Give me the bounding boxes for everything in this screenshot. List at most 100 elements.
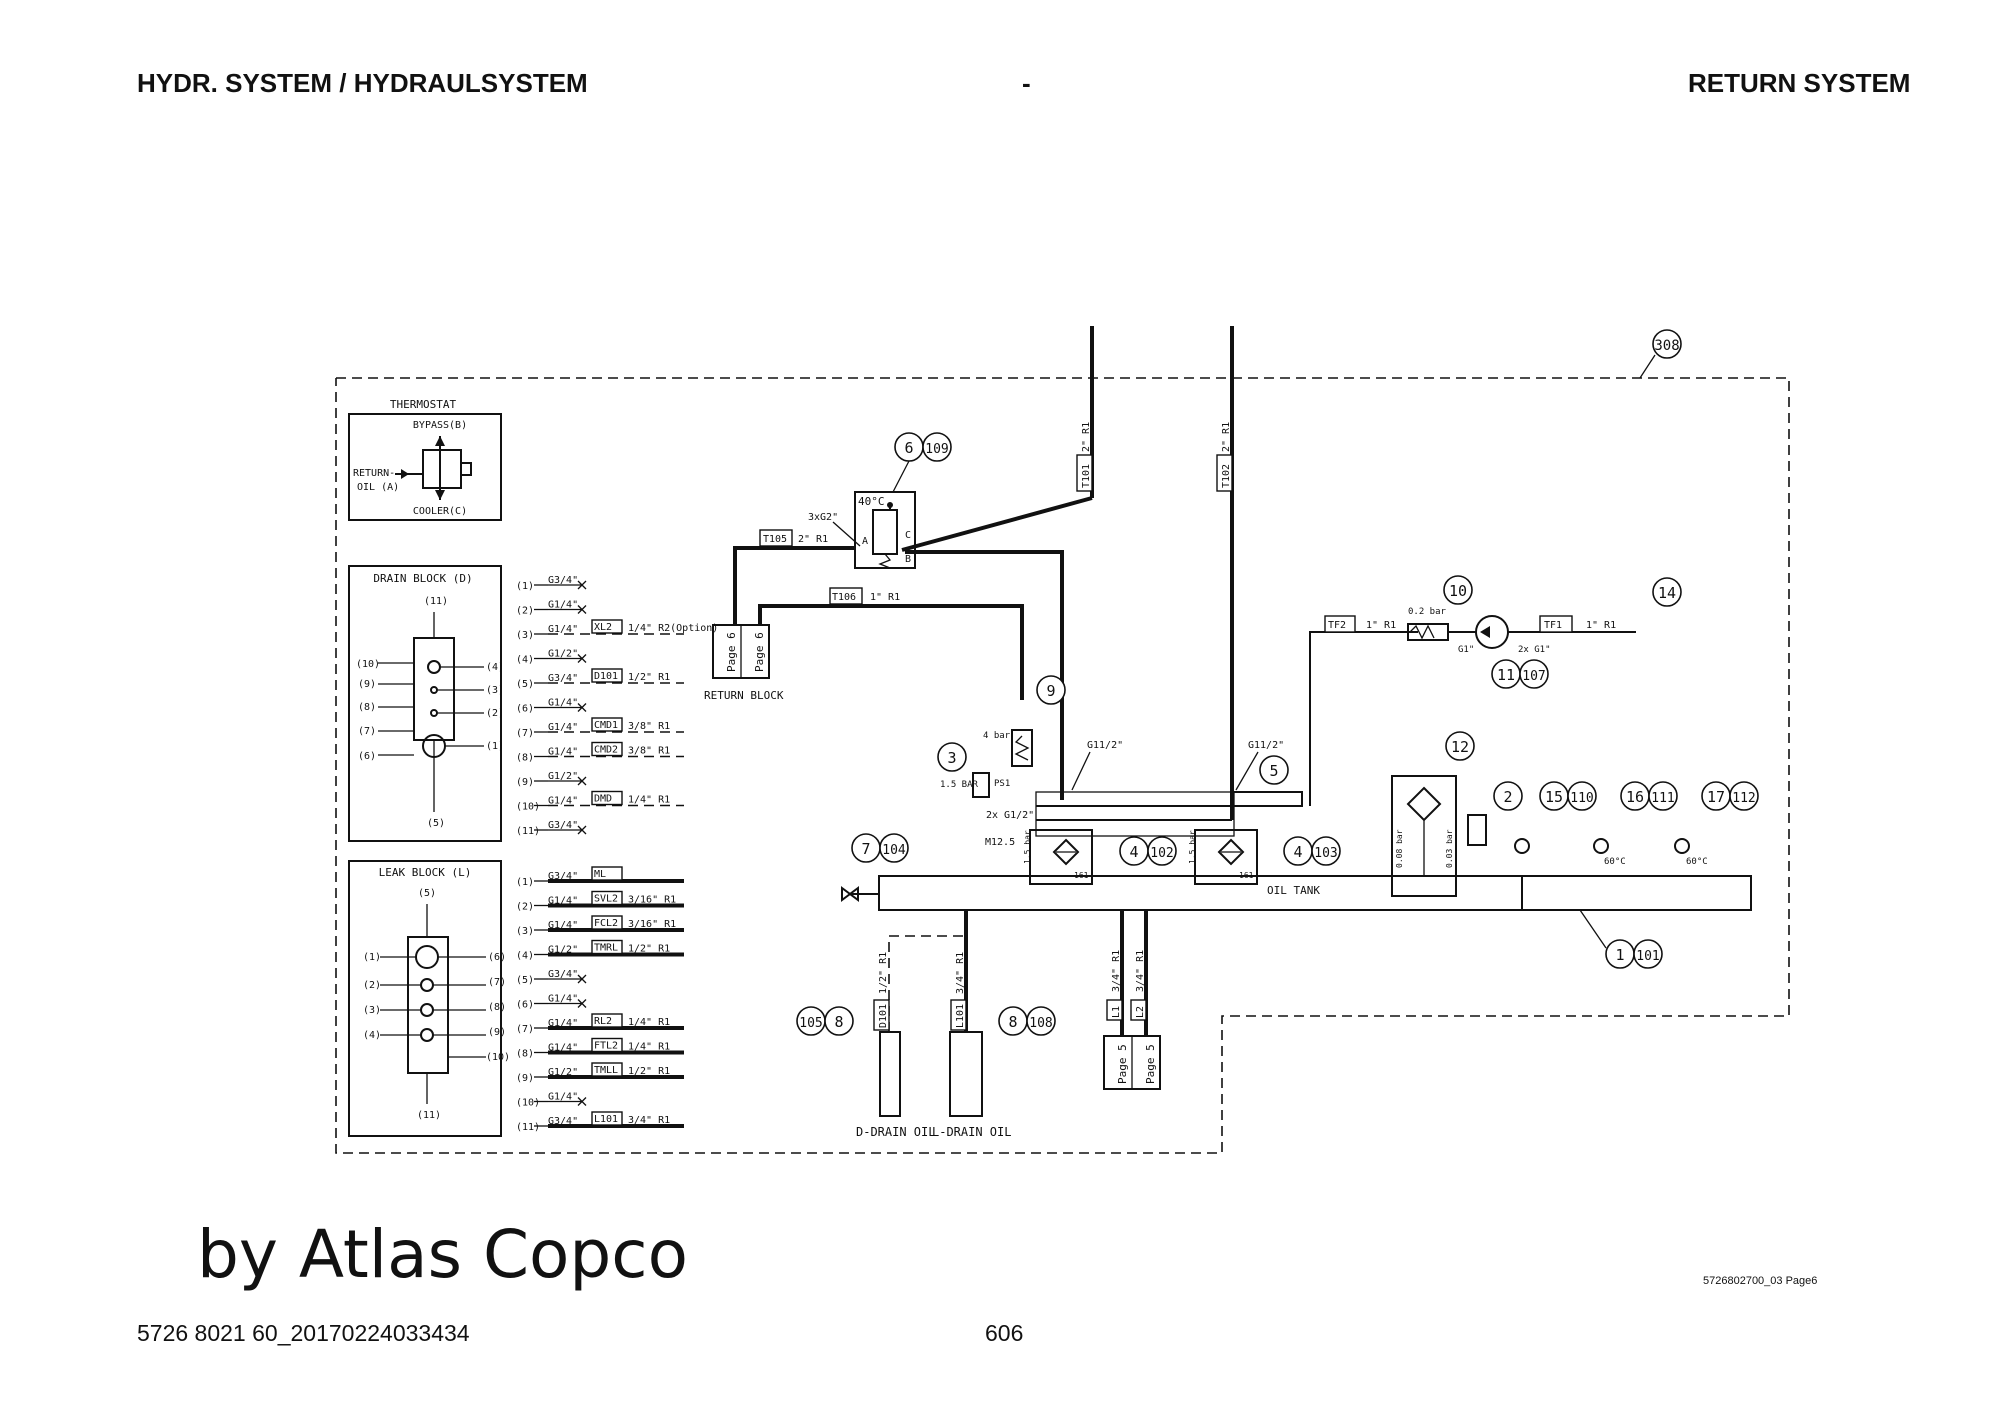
svg-text:2x G1/2": 2x G1/2"	[986, 810, 1034, 821]
svg-text:(2): (2)	[486, 708, 504, 719]
svg-text:4 bar: 4 bar	[983, 731, 1011, 741]
port-number: (7)	[516, 728, 534, 739]
svg-text:7: 7	[861, 840, 870, 858]
port-tag: DMD	[594, 794, 612, 805]
svg-text:(11): (11)	[424, 596, 448, 607]
svg-text:G11/2": G11/2"	[1087, 740, 1123, 751]
port-spec: 1/2" R1	[628, 944, 670, 955]
svg-text:14: 14	[1658, 584, 1676, 602]
leak_block-port-row: (10)G1/4"	[516, 1092, 587, 1109]
svg-text:4: 4	[1293, 843, 1302, 861]
callout-102	[1147, 836, 1177, 866]
svg-text:4: 4	[1129, 843, 1138, 861]
port-number: (3)	[516, 926, 534, 937]
plug-mark	[577, 999, 587, 1008]
svg-text:2x G1": 2x G1"	[1518, 645, 1551, 655]
svg-text:60°C: 60°C	[1604, 857, 1626, 867]
svg-text:T106: T106	[832, 592, 856, 603]
callout-308-label: 308	[1654, 338, 1679, 354]
callout-9	[1036, 675, 1066, 705]
svg-text:(10): (10)	[356, 659, 380, 670]
thermostat-bypass: BYPASS(B)	[413, 420, 467, 431]
port-spec: 1/4" R2(Option)	[628, 623, 718, 634]
svg-text:17: 17	[1707, 788, 1725, 806]
watermark: by Atlas Copco	[197, 1216, 688, 1293]
footer-ref: 5726802700_03 Page6	[1703, 1275, 1818, 1287]
header-right: RETURN SYSTEM	[1688, 68, 1911, 98]
port-thread: G1/4"	[548, 1043, 578, 1054]
svg-text:G11/2": G11/2"	[1248, 740, 1284, 751]
svg-text:1/2" R1: 1/2" R1	[878, 952, 889, 994]
svg-text:Page 6: Page 6	[725, 632, 738, 672]
drain_block-port-row: (4)G1/2"	[516, 649, 587, 666]
svg-text:(7): (7)	[488, 977, 506, 988]
port-tag: SVL2	[594, 894, 618, 905]
port-number: (5)	[516, 975, 534, 986]
port-number: (9)	[516, 1073, 534, 1084]
svg-text:(1): (1)	[363, 952, 381, 963]
port-number: (5)	[516, 679, 534, 690]
svg-text:2: 2	[1503, 788, 1512, 806]
svg-text:(11): (11)	[417, 1110, 441, 1121]
port-number: (1)	[516, 581, 534, 592]
svg-text:T102: T102	[1221, 464, 1232, 488]
svg-text:1: 1	[1615, 946, 1624, 964]
svg-text:0.2 bar: 0.2 bar	[1408, 607, 1447, 617]
svg-text:Page 5: Page 5	[1116, 1044, 1129, 1084]
drain_block-port-row: (9)G1/2"	[516, 771, 587, 788]
port-number: (10)	[516, 1098, 540, 1109]
line-t106	[905, 550, 1064, 800]
port-number: (10)	[516, 802, 540, 813]
callout-101	[1633, 939, 1663, 969]
svg-text:60°C: 60°C	[1686, 857, 1708, 867]
thermostat-return-oil: OIL (A)	[357, 482, 399, 493]
svg-text:104: 104	[882, 843, 906, 858]
svg-text:(6): (6)	[358, 751, 376, 762]
svg-text:(3): (3)	[363, 1005, 381, 1016]
svg-text:8: 8	[1008, 1013, 1017, 1031]
svg-text:8: 8	[834, 1013, 843, 1031]
svg-text:(6): (6)	[488, 952, 506, 963]
callout-107	[1519, 659, 1549, 689]
svg-text:3/4" R1: 3/4" R1	[1111, 950, 1122, 992]
svg-text:102: 102	[1150, 846, 1173, 861]
level-switch	[1467, 814, 1487, 846]
header-left: HYDR. SYSTEM / HYDRAULSYSTEM	[137, 68, 588, 98]
port-tag: RL2	[594, 1016, 612, 1027]
svg-text:40°C: 40°C	[858, 495, 885, 508]
callout-2	[1493, 781, 1523, 811]
svg-text:(2): (2)	[363, 980, 381, 991]
svg-text:(3): (3)	[486, 685, 504, 696]
svg-text:109: 109	[925, 442, 948, 457]
port-thread: G1/4"	[548, 698, 578, 709]
svg-text:103: 103	[1314, 846, 1337, 861]
svg-text:(7): (7)	[358, 726, 376, 737]
svg-text:1.5 bar: 1.5 bar	[1023, 830, 1032, 864]
svg-text:D-DRAIN OIL: D-DRAIN OIL	[856, 1125, 935, 1139]
svg-text:2" R1: 2" R1	[1221, 422, 1232, 452]
drain_block-port-row: (2)G1/4"	[516, 600, 587, 617]
port-thread: G3/4"	[548, 673, 578, 684]
port-tag: FCL2	[594, 918, 618, 929]
port-thread: G1/2"	[548, 1067, 578, 1078]
svg-text:PS1: PS1	[994, 779, 1010, 789]
port-spec: 3/4" R1	[628, 1115, 670, 1126]
port-tag: ML	[594, 869, 606, 880]
port-tag: TMLL	[594, 1065, 618, 1076]
port-number: (3)	[516, 630, 534, 641]
svg-text:T101: T101	[1081, 464, 1092, 488]
svg-text:A: A	[862, 536, 868, 547]
svg-text:2" R1: 2" R1	[1081, 422, 1092, 452]
port-thread: G1/2"	[548, 649, 578, 660]
port-tag: D101	[594, 671, 618, 682]
svg-text:1" R1: 1" R1	[1366, 620, 1396, 631]
footer-doc-id: 5726 8021 60_20170224033434	[137, 1320, 470, 1346]
svg-text:101: 101	[1636, 949, 1659, 964]
port-tag: L101	[594, 1114, 618, 1125]
callout-10	[1443, 575, 1473, 605]
